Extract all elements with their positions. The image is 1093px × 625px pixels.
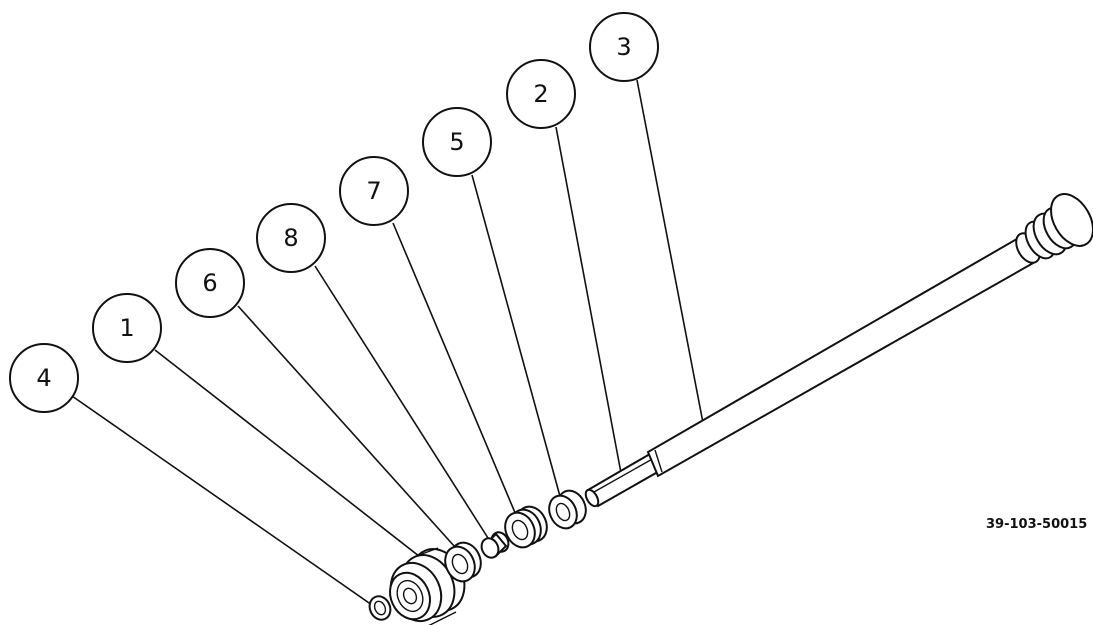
leader-line-7 bbox=[392, 222, 517, 516]
balloon-8-circle bbox=[256, 203, 326, 273]
balloon-3: 3 bbox=[589, 12, 659, 82]
balloon-6-circle bbox=[175, 248, 245, 318]
shaft-end-fitting bbox=[1015, 193, 1093, 264]
drawing-code: 39-103-50015 bbox=[986, 517, 1087, 532]
balloon-8: 8 bbox=[256, 203, 326, 273]
balloon-1-circle bbox=[92, 293, 162, 363]
leader-line-3 bbox=[636, 79, 705, 429]
leader-line-4 bbox=[71, 395, 383, 613]
balloon-8-label: 8 bbox=[283, 224, 298, 252]
balloon-2-circle bbox=[506, 59, 576, 129]
balloon-2: 2 bbox=[506, 59, 576, 129]
balloon-5-label: 5 bbox=[449, 128, 464, 156]
leader-line-5 bbox=[471, 174, 562, 501]
balloon-7-circle bbox=[339, 156, 409, 226]
balloon-4-circle bbox=[9, 343, 79, 413]
balloon-5-circle bbox=[422, 107, 492, 177]
balloon-4: 4 bbox=[9, 343, 79, 413]
balloon-3-label: 3 bbox=[616, 33, 631, 61]
balloon-7-label: 7 bbox=[366, 177, 381, 205]
part-4-small-ring bbox=[368, 595, 392, 621]
leader-line-6 bbox=[237, 305, 456, 548]
leader-line-2 bbox=[555, 126, 622, 474]
balloon-4-label: 4 bbox=[36, 364, 51, 392]
leader-line-8 bbox=[314, 265, 489, 539]
leader-line-1 bbox=[154, 349, 425, 561]
part-7-seal bbox=[504, 505, 548, 549]
balloon-1-label: 1 bbox=[119, 314, 134, 342]
balloon-7: 7 bbox=[339, 156, 409, 226]
balloon-2-label: 2 bbox=[533, 80, 548, 108]
part-6-washer bbox=[444, 541, 482, 583]
balloon-5: 5 bbox=[422, 107, 492, 177]
balloon-1: 1 bbox=[92, 293, 162, 363]
balloon-6: 6 bbox=[175, 248, 245, 318]
part-3-shaft bbox=[584, 234, 1037, 508]
leader-lines bbox=[71, 79, 705, 613]
balloon-3-circle bbox=[589, 12, 659, 82]
part-8-pin bbox=[480, 531, 510, 559]
part-5-bushing bbox=[548, 489, 587, 530]
balloon-6-label: 6 bbox=[202, 269, 217, 297]
